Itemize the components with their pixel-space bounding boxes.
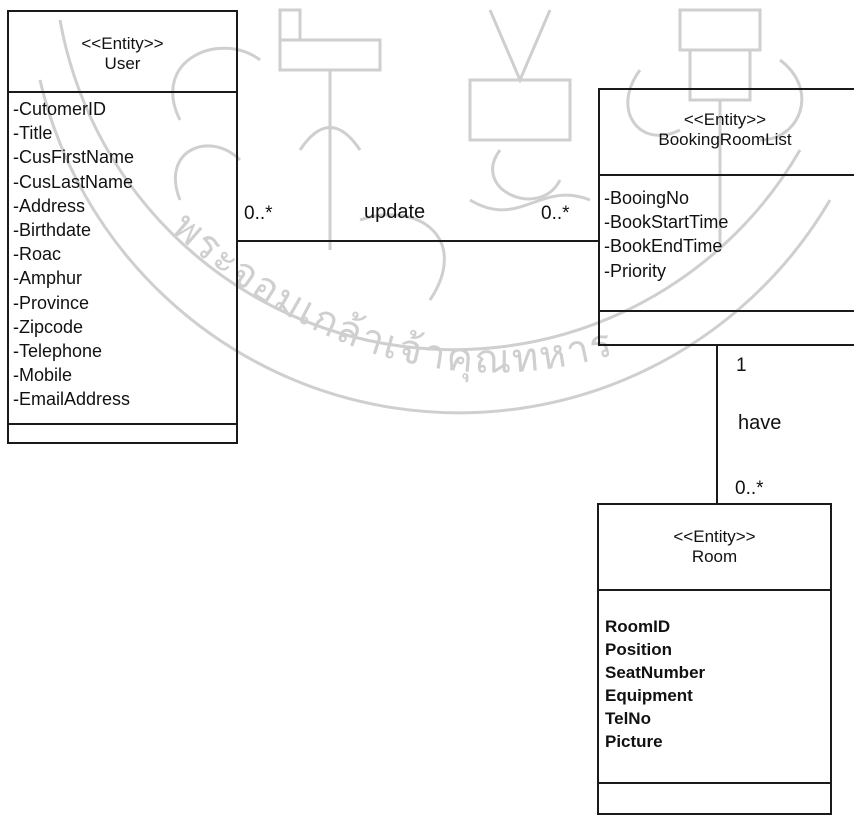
user-attr-11: -Mobile xyxy=(13,365,73,386)
room-attributes: RoomID Position SeatNumber Equipment Tel… xyxy=(599,591,830,784)
user-entity[interactable]: <<Entity>> User -CutomerID -Title -CusFi… xyxy=(7,10,238,444)
watermark-text: พระจอมเกล้าเจ้าคุณทหาร xyxy=(163,203,616,383)
user-attr-6: -Roac xyxy=(13,244,62,265)
user-attr-12: -EmailAddress xyxy=(13,389,131,410)
room-stereotype: <<Entity>> xyxy=(673,527,756,546)
room-attr-5: Picture xyxy=(605,732,663,751)
user-stereotype: <<Entity>> xyxy=(81,34,164,53)
user-entity-name: User xyxy=(104,54,141,73)
room-entity[interactable]: <<Entity>> Room RoomID Position SeatNumb… xyxy=(597,503,832,815)
user-attr-2: -CusFirstName xyxy=(13,147,135,168)
booking-attr-1: -BookStartTime xyxy=(604,212,729,233)
user-attr-5: -Birthdate xyxy=(13,220,92,241)
update-mult-left: 0..* xyxy=(244,203,273,224)
have-label: have xyxy=(738,412,782,434)
room-entity-header: <<Entity>> Room xyxy=(599,505,830,591)
user-attr-9: -Zipcode xyxy=(13,316,84,337)
update-mult-right: 0..* xyxy=(541,203,570,224)
booking-entity-name: BookingRoomList xyxy=(658,130,792,149)
room-attr-2: SeatNumber xyxy=(605,663,706,682)
room-attr-0: RoomID xyxy=(605,617,671,636)
room-attr-3: Equipment xyxy=(605,686,693,705)
user-attr-10: -Telephone xyxy=(13,341,103,362)
user-attr-4: -Address xyxy=(13,195,86,216)
room-entity-name: Room xyxy=(691,547,738,566)
user-attributes: -CutomerID -Title -CusFirstName -CusLast… xyxy=(9,93,236,425)
room-attr-4: TelNo xyxy=(605,709,651,728)
booking-attr-3: -Priority xyxy=(604,260,666,281)
update-label: update xyxy=(364,201,426,223)
user-attr-0: -CutomerID xyxy=(13,99,107,119)
booking-attributes: -BooingNo -BookStartTime -BookEndTime -P… xyxy=(600,176,854,312)
room-attr-1: Position xyxy=(605,640,673,659)
user-attr-7: -Amphur xyxy=(13,268,83,289)
booking-room-list-entity[interactable]: <<Entity>> BookingRoomList -BooingNo -Bo… xyxy=(598,88,854,346)
user-attr-3: -CusLastName xyxy=(13,171,134,192)
user-attr-1: -Title xyxy=(13,123,53,144)
booking-attr-2: -BookEndTime xyxy=(604,236,723,257)
user-entity-header: <<Entity>> User xyxy=(9,12,236,93)
have-mult-top: 1 xyxy=(736,355,747,376)
booking-entity-header: <<Entity>> BookingRoomList xyxy=(600,90,854,176)
booking-stereotype: <<Entity>> xyxy=(683,110,767,129)
booking-attr-0: -BooingNo xyxy=(604,188,690,208)
user-attr-8: -Province xyxy=(13,292,90,313)
have-mult-bottom: 0..* xyxy=(735,478,764,499)
